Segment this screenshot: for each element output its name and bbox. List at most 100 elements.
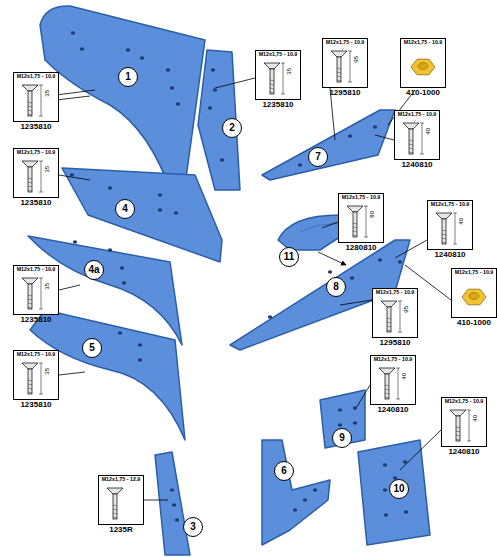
bolt-hole bbox=[338, 408, 342, 412]
plate-part bbox=[358, 440, 430, 545]
bolt-head bbox=[22, 85, 38, 91]
bolt-shank bbox=[270, 69, 274, 94]
bolt-hole bbox=[166, 68, 170, 72]
bolt-thread bbox=[28, 110, 32, 111]
bolt-head bbox=[22, 161, 38, 167]
bolt-thread bbox=[113, 513, 117, 514]
bolt-thread bbox=[385, 393, 389, 394]
callout-number: 6 bbox=[281, 466, 287, 476]
bolt-hole bbox=[220, 158, 224, 162]
box-frame bbox=[13, 148, 59, 198]
callout-circle: 6 bbox=[274, 461, 294, 481]
bolt-length: 35 bbox=[44, 90, 50, 97]
bolt-shank bbox=[456, 416, 460, 441]
callout-circle: 2 bbox=[222, 118, 242, 138]
bolt-thread bbox=[387, 326, 391, 327]
bolt-length: 35 bbox=[44, 283, 50, 290]
bolt-hole bbox=[403, 460, 407, 464]
bolt-thread bbox=[28, 299, 32, 300]
dimension-tick bbox=[453, 213, 457, 214]
bolt-thread bbox=[270, 80, 274, 81]
bolt-thread bbox=[337, 76, 341, 77]
dimension-tick bbox=[398, 332, 402, 333]
fastener-box: M12x1,75 - 10.9351235810 bbox=[13, 72, 59, 132]
bolt-hole bbox=[373, 125, 377, 129]
bolt-thread bbox=[28, 114, 32, 115]
fastener-box: M12x1,75 - 10.9801280810 bbox=[338, 193, 384, 253]
leader-line bbox=[340, 300, 372, 305]
bolt-thread bbox=[270, 88, 274, 89]
bolt-thread bbox=[28, 380, 32, 381]
bolt-length: 35 bbox=[286, 68, 292, 75]
leader-line bbox=[56, 90, 95, 95]
bolt-spec: M12x1,75 - 10.9 bbox=[13, 150, 59, 155]
bolt-thread bbox=[113, 505, 117, 506]
dimension-tick bbox=[39, 192, 43, 193]
bolt-head bbox=[107, 488, 123, 494]
callout-circle: 9 bbox=[332, 428, 352, 448]
part-number: 1235810 bbox=[9, 316, 63, 324]
dimension-tick bbox=[420, 154, 424, 155]
bolt-thread bbox=[28, 190, 32, 191]
leader-line bbox=[59, 285, 80, 290]
bolt-hole bbox=[383, 463, 387, 467]
callout-circle: 8 bbox=[326, 277, 346, 297]
bolt-hole bbox=[108, 248, 112, 252]
bolt-hole bbox=[175, 518, 179, 522]
bolt-shank bbox=[28, 284, 32, 309]
callout-circle: 4 bbox=[115, 199, 135, 219]
fastener-box: M12x1,75 - 10.9351235810 bbox=[255, 50, 301, 110]
bolt-icon bbox=[107, 488, 123, 519]
bolt-thread bbox=[28, 186, 32, 187]
dimension-line bbox=[41, 85, 42, 116]
dimension-tick bbox=[364, 206, 368, 207]
bolt-thread bbox=[387, 318, 391, 319]
bolt-head bbox=[403, 123, 419, 129]
bolt-length: 80 bbox=[369, 211, 375, 218]
bolt-thread bbox=[28, 295, 32, 296]
leader-line bbox=[355, 385, 370, 410]
bolt-hole bbox=[108, 186, 112, 190]
leader-line bbox=[395, 240, 427, 258]
bolt-thread bbox=[337, 72, 341, 73]
dimension-tick bbox=[39, 161, 43, 162]
box-frame bbox=[372, 288, 418, 338]
dimension-line bbox=[41, 278, 42, 309]
part-number: 1280810 bbox=[334, 244, 388, 252]
part-number: 1235810 bbox=[9, 123, 63, 131]
part-number: 1240810 bbox=[390, 161, 444, 169]
callout-number: 4 bbox=[122, 204, 128, 214]
bolt-hole bbox=[70, 173, 74, 177]
box-frame bbox=[322, 38, 368, 88]
bolt-thread bbox=[385, 385, 389, 386]
callout-number: 3 bbox=[190, 522, 196, 532]
bolt-spec: M12x1,75 - 10.9 bbox=[13, 352, 59, 357]
bolt-hole bbox=[350, 276, 354, 280]
bolt-thread bbox=[28, 178, 32, 179]
bolt-thread bbox=[442, 242, 446, 243]
bolt-icon bbox=[22, 85, 43, 116]
callout-number: 9 bbox=[339, 433, 345, 443]
callout-circle: 5 bbox=[82, 338, 102, 358]
callout-number: 10 bbox=[393, 484, 404, 494]
dimension-tick bbox=[39, 116, 43, 117]
bolt-thread bbox=[456, 435, 460, 436]
bolt-thread bbox=[387, 330, 391, 331]
bolt-length: 35 bbox=[44, 166, 50, 173]
bolt-length: 40 bbox=[458, 218, 464, 225]
bolt-icon bbox=[450, 410, 471, 441]
bolt-hole bbox=[176, 102, 180, 106]
bolt-hole bbox=[398, 260, 402, 264]
dimension-tick bbox=[396, 399, 400, 400]
dimension-tick bbox=[467, 410, 471, 411]
nut-bore bbox=[418, 63, 428, 70]
bolt-spec: M12x1,75 - 10.9 bbox=[255, 52, 301, 57]
callout-circle: 1 bbox=[118, 67, 138, 87]
fastener-box: M12x1,75 - 10.9951295810 bbox=[372, 288, 418, 348]
plate-part bbox=[320, 390, 365, 448]
bolt-spec: M12x1,75 - 10.9 bbox=[451, 270, 497, 275]
bolt-thread bbox=[337, 68, 341, 69]
bolt-thread bbox=[387, 322, 391, 323]
